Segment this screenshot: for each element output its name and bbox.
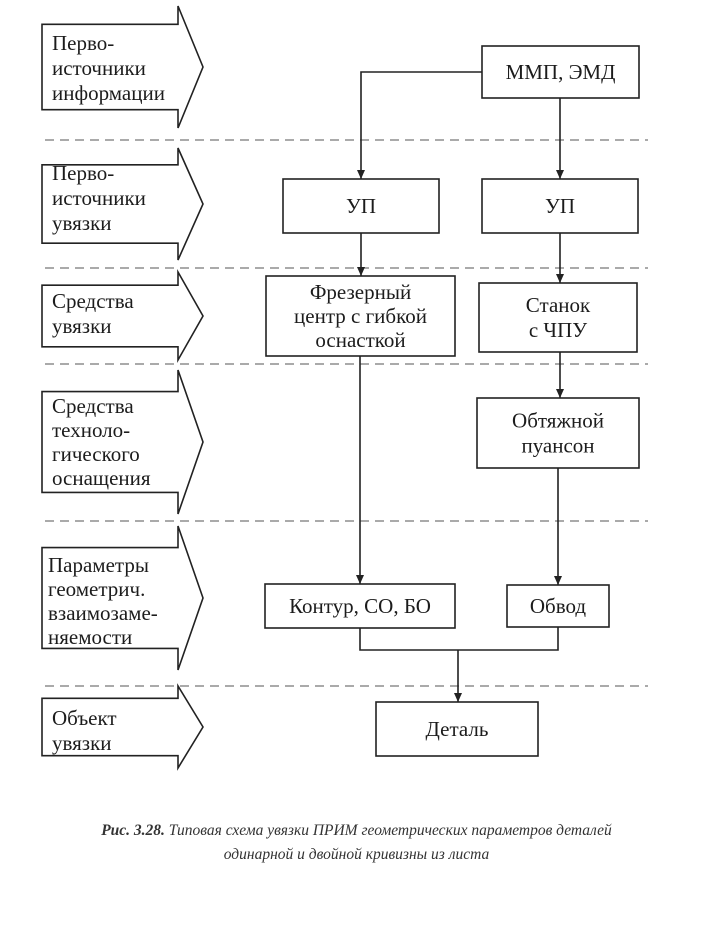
stage-arrow-s4: [41, 369, 204, 515]
figure-caption-line-2: одинарной и двойной кривизны из листа: [0, 846, 713, 864]
box-obvod: Обвод: [506, 584, 610, 628]
line-obvod-join: [458, 627, 559, 651]
arrow-mmp-to-up1: [357, 71, 482, 179]
figure-number: Рис. 3.28.: [101, 822, 165, 839]
box-contour: Контур, СО, БО: [264, 583, 456, 629]
box-up1: УП: [282, 178, 440, 234]
figure-caption-text-1: Типовая схема увязки ПРИМ геометрических…: [168, 822, 612, 839]
box-label-up2: УП: [545, 194, 575, 218]
line-contour-join: [359, 628, 458, 651]
figure-caption-line-1: Рис. 3.28. Типовая схема увязки ПРИМ гео…: [0, 822, 713, 840]
stage-arrow-s6: [41, 683, 204, 771]
box-up2: УП: [481, 178, 639, 234]
box-label-contour: Контур, СО, БО: [289, 594, 431, 618]
stage-arrow-s2: [41, 147, 204, 261]
box-detail: Деталь: [375, 701, 539, 757]
box-mmp: ММП, ЭМД: [481, 45, 640, 99]
box-label-up1: УП: [346, 194, 376, 218]
stage-arrow-s5: [41, 525, 204, 671]
stage-arrow-s1: [41, 5, 204, 129]
box-label-obvod: Обвод: [530, 594, 587, 618]
box-label-mmp: ММП, ЭМД: [506, 60, 616, 84]
figure-caption-text-2: одинарной и двойной кривизны из листа: [223, 846, 490, 863]
box-label-detail: Деталь: [426, 717, 489, 741]
stage-arrow-s3: [41, 268, 204, 364]
